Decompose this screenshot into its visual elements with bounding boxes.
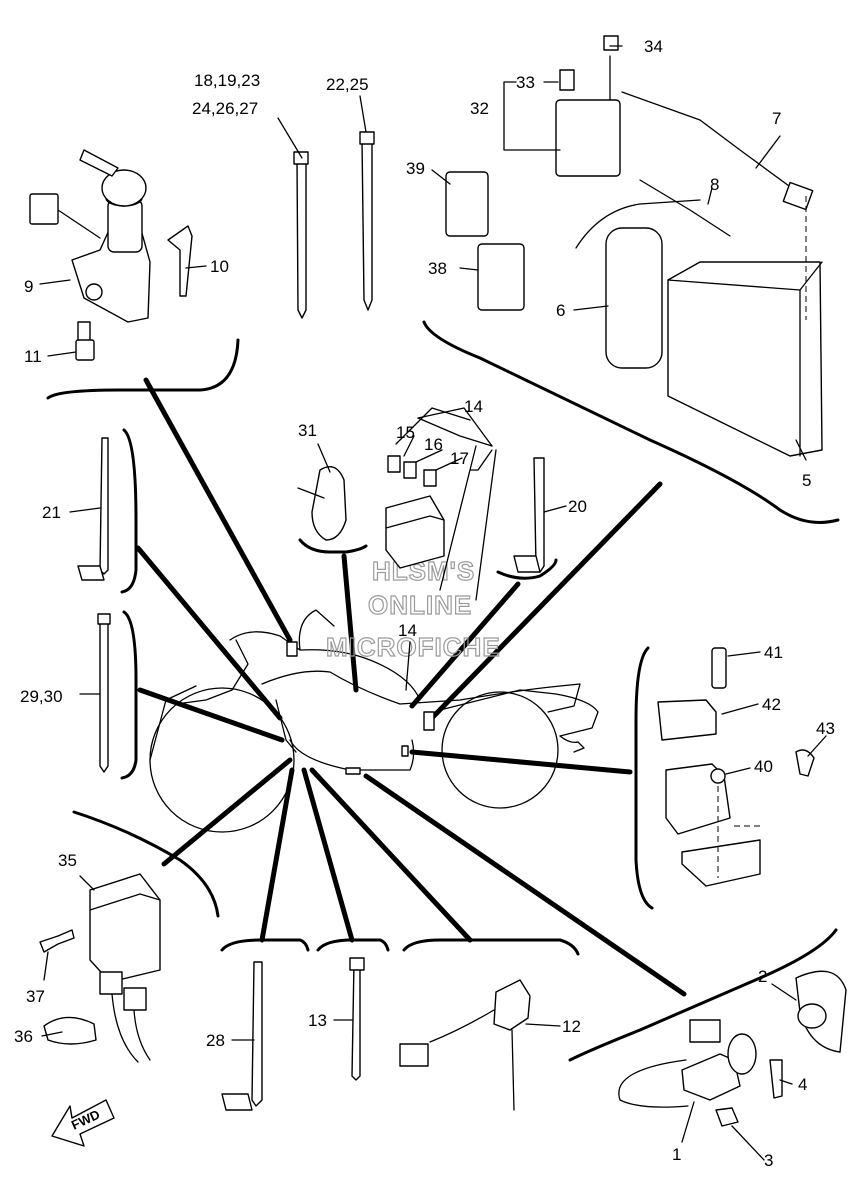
callout-4: 4: [798, 1075, 807, 1094]
callout-43: 43: [816, 719, 835, 738]
group-brackets: [46, 320, 840, 1062]
callout-41: 41: [764, 643, 783, 662]
callout-6: 6: [556, 301, 565, 320]
callout-12: 12: [562, 1017, 581, 1036]
thermo-and-switch-assemblies: [399, 970, 847, 1127]
callout-29-30: 29,30: [20, 687, 63, 706]
callout-7: 7: [772, 109, 781, 128]
callout-20: 20: [568, 497, 587, 516]
callout-10: 10: [210, 257, 229, 276]
callout-5: 5: [802, 471, 811, 490]
watermark: HLSM'S ONLINE MICROFICHE: [325, 555, 501, 662]
watermark-line-2: ONLINE: [368, 590, 472, 620]
battery-assembly: [445, 35, 823, 457]
callout-labels: 18,19,23 24,26,27 22,25 34 33 32 7 39 8 …: [14, 37, 835, 1170]
callout-39: 39: [406, 159, 425, 178]
callout-37: 37: [26, 987, 45, 1006]
callout-15: 15: [396, 423, 415, 442]
regulator-assembly: [39, 873, 161, 1063]
callout-21: 21: [42, 503, 61, 522]
callout-36: 36: [14, 1027, 33, 1046]
callout-22-25: 22,25: [326, 75, 369, 94]
cable-ties-top: [293, 131, 375, 319]
clips-and-bands: [77, 437, 545, 1111]
main-switch-assembly: [29, 149, 193, 361]
callout-8: 8: [710, 175, 719, 194]
callout-17: 17: [450, 449, 469, 468]
callout-32: 32: [470, 99, 489, 118]
callout-center-14: 14: [398, 621, 417, 640]
motorcycle-outline: [149, 609, 599, 833]
fwd-arrow: FWD: [51, 1099, 115, 1147]
callout-42: 42: [762, 695, 781, 714]
callout-16: 16: [424, 435, 443, 454]
callout-35: 35: [58, 851, 77, 870]
callout-leaders: [39, 45, 827, 1161]
leader-lines: [135, 377, 687, 997]
callout-18-19-23: 18,19,23: [194, 71, 260, 90]
callout-11: 11: [24, 347, 42, 366]
callout-3: 3: [764, 1151, 773, 1170]
callout-38: 38: [428, 259, 447, 278]
callout-33: 33: [516, 73, 535, 92]
callout-14: 14: [464, 397, 483, 416]
callout-28: 28: [206, 1031, 225, 1050]
callout-13: 13: [308, 1011, 327, 1030]
sensor-assembly: [657, 647, 815, 887]
center-14-leader: [405, 641, 411, 691]
callout-24-26-27: 24,26,27: [192, 99, 258, 118]
callout-9: 9: [24, 277, 33, 296]
fuse-box-assembly: [385, 407, 497, 601]
callout-40: 40: [754, 757, 773, 776]
callout-34: 34: [644, 37, 663, 56]
watermark-line-3: MICROFICHE: [326, 632, 501, 662]
callout-31: 31: [298, 421, 317, 440]
callout-2: 2: [758, 967, 767, 986]
callout-1: 1: [672, 1145, 681, 1164]
